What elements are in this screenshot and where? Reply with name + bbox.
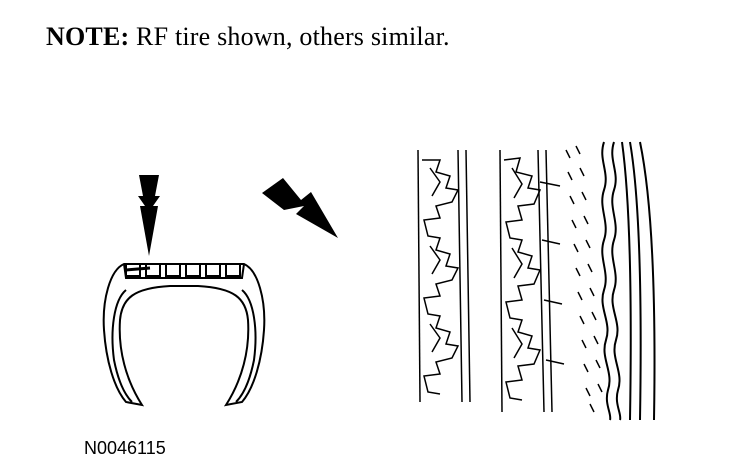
figure-code: N0046115 — [84, 438, 166, 458]
down-arrow-icon — [138, 175, 160, 256]
tread-pattern-middle — [499, 149, 565, 413]
diagonal-arrow-icon — [262, 178, 338, 238]
tire-cross-section — [102, 263, 266, 407]
tread-pattern-left — [417, 149, 471, 403]
note-label: NOTE: — [46, 22, 130, 51]
sidewall-lines — [601, 141, 656, 421]
note-body: RF tire shown, others similar. — [136, 22, 450, 51]
note-text: NOTE: RF tire shown, others similar. — [46, 22, 450, 52]
wear-dash-marks — [565, 145, 603, 413]
